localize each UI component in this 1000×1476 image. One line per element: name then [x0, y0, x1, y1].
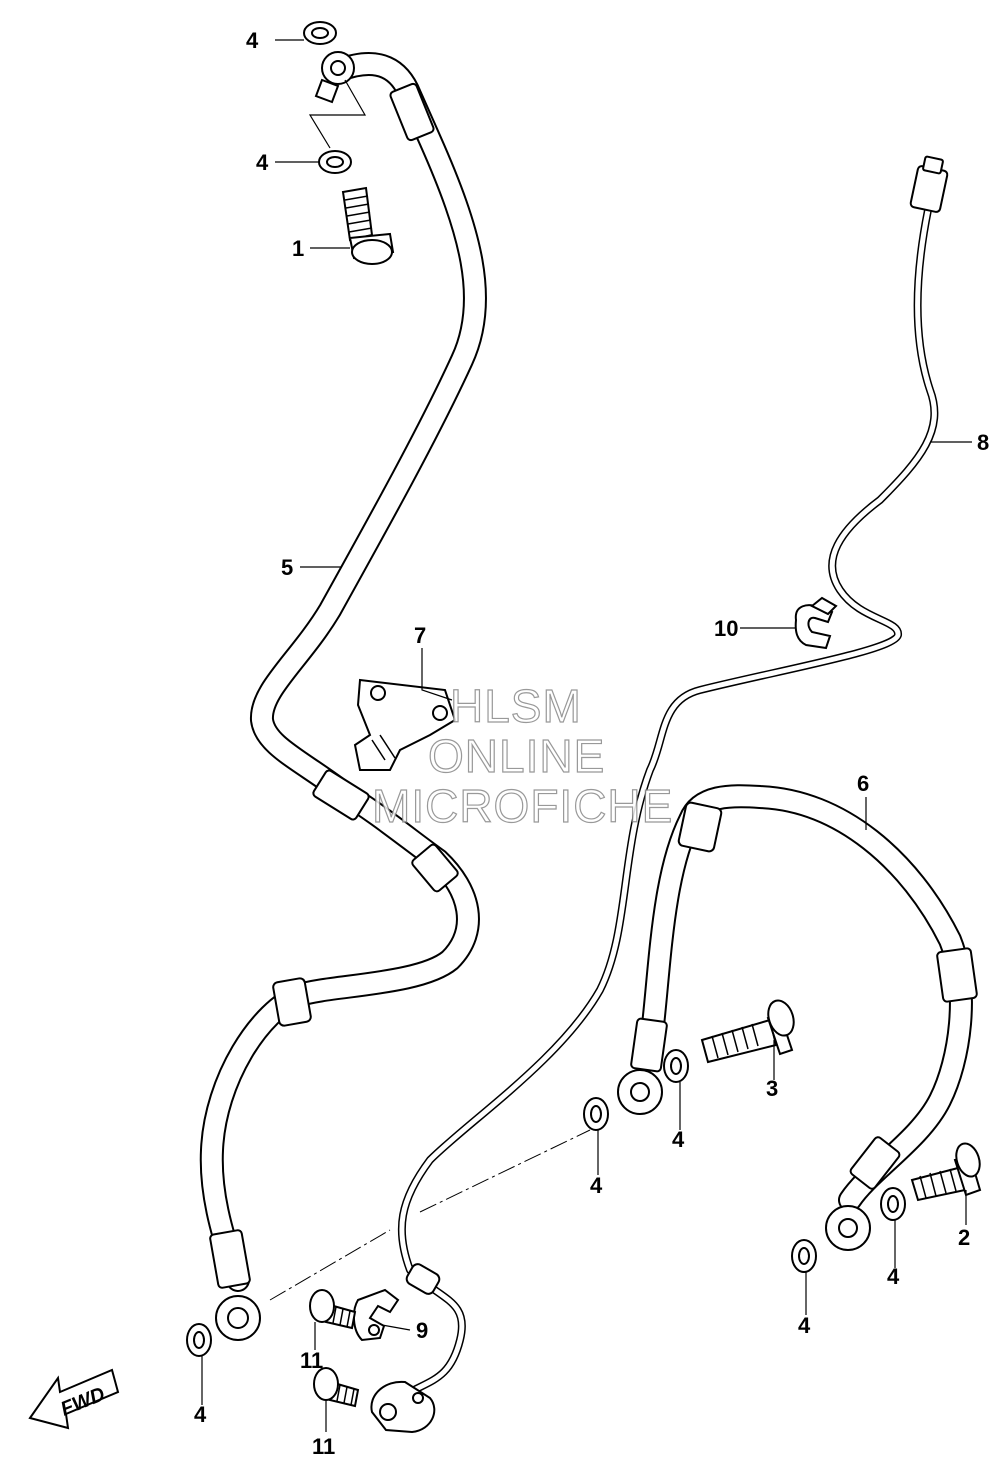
callout-5: 5	[281, 555, 293, 580]
callout-11-b: 11	[312, 1434, 335, 1459]
callout-4-g: 4	[194, 1402, 207, 1427]
union-bolt-mid	[700, 999, 795, 1064]
callout-3: 3	[766, 1076, 778, 1101]
callout-7: 7	[414, 623, 426, 648]
washer-6	[791, 1239, 817, 1273]
callout-2: 2	[958, 1225, 970, 1250]
callout-4-c: 4	[672, 1127, 685, 1152]
callout-1: 1	[292, 236, 304, 261]
front-brake-hose-upper	[199, 51, 488, 1341]
bolt-sensor	[313, 1367, 360, 1408]
forward-arrow-icon: FWD	[28, 1368, 120, 1430]
watermark: HLSM ONLINE MICROFICHE	[371, 679, 673, 832]
callout-8: 8	[977, 430, 989, 455]
wire-clamp-lower	[352, 1288, 400, 1342]
union-bolt-upper	[341, 186, 395, 265]
union-bolt-lower	[910, 1142, 982, 1202]
callout-4-d: 4	[590, 1173, 603, 1198]
washer-2	[318, 150, 352, 174]
watermark-line-3: MICROFICHE	[372, 780, 673, 832]
hose-bracket	[353, 678, 457, 771]
washer-4	[583, 1097, 609, 1131]
washer-3	[663, 1049, 689, 1083]
watermark-line-1: HLSM	[450, 680, 582, 732]
callout-9: 9	[416, 1318, 428, 1343]
washer-1	[303, 21, 337, 45]
leader-lines	[201, 39, 972, 1432]
alignment-line	[269, 1129, 591, 1301]
callout-4-b: 4	[256, 150, 269, 175]
callout-4-a: 4	[246, 28, 259, 53]
assembly-link	[308, 79, 367, 149]
washer-7	[186, 1323, 212, 1357]
callout-4-e: 4	[887, 1264, 900, 1289]
watermark-line-2: ONLINE	[428, 730, 605, 782]
washer-5	[880, 1187, 906, 1221]
callout-10: 10	[714, 616, 738, 641]
bolt-clamp	[309, 1289, 357, 1330]
wire-clamp-upper	[794, 596, 838, 650]
front-brake-hose-lower	[617, 784, 978, 1251]
wheel-speed-sensor-lead	[370, 155, 949, 1434]
callout-6: 6	[857, 771, 869, 796]
callout-11-a: 11	[300, 1348, 323, 1373]
callout-labels: 4 4 1 5 7 10 8 6 3 4 4 2 4 4 4 9 11 11	[194, 28, 989, 1459]
callout-4-f: 4	[798, 1313, 811, 1338]
